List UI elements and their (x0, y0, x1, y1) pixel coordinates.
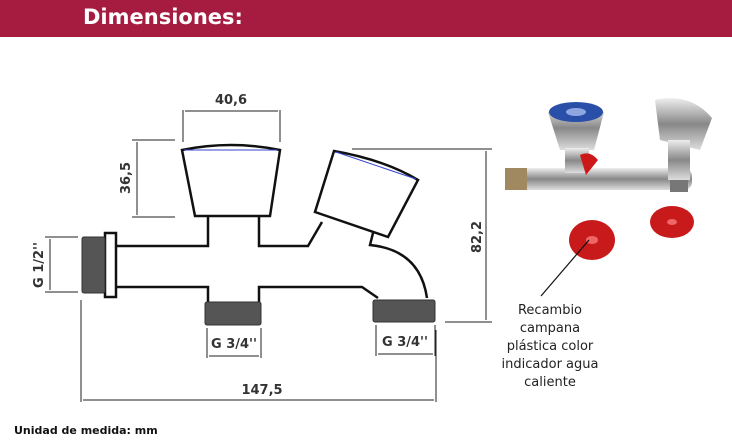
dimension-lines (45, 110, 492, 402)
center-outlet-thread (204, 301, 262, 326)
photo-spout (668, 140, 690, 180)
red-cap-1-center (586, 236, 598, 244)
photo-red-indicator (580, 153, 598, 175)
knob-width-label: 40,6 (215, 93, 247, 108)
photo-body (512, 168, 692, 190)
photo-inlet-thread (505, 168, 527, 190)
total-height-label: 82,2 (470, 221, 485, 253)
upper-knob (180, 143, 282, 218)
tilted-knob (313, 149, 420, 239)
product-photo (505, 98, 712, 297)
faucet-body (116, 216, 429, 302)
annotation-leader-line (540, 239, 590, 297)
inlet-nut (103, 231, 118, 299)
red-cap-2-center (667, 219, 677, 225)
inlet-thread-label: G 1/2'' (32, 242, 47, 288)
total-length-label: 147,5 (241, 383, 282, 398)
tilted-knob-edge (335, 151, 417, 180)
unit-label: Unidad de medida: mm (14, 424, 158, 437)
photo-spout-thread (670, 180, 688, 192)
center-outlet-label: G 3/4'' (211, 337, 257, 352)
right-outlet-label: G 3/4'' (382, 335, 428, 350)
blue-cap-center (566, 108, 586, 116)
knob-height-label: 36,5 (119, 162, 134, 194)
right-outlet-thread (372, 299, 436, 323)
inlet-thread (81, 236, 106, 294)
header-bar: Dimensiones: (0, 0, 732, 37)
page-title: Dimensiones: (83, 5, 243, 29)
threads (81, 236, 436, 326)
faucet-outline (103, 143, 429, 302)
replacement-cap-note: Recambio campana plástica color indicado… (501, 303, 599, 390)
photo-tilted-knob (655, 98, 712, 150)
